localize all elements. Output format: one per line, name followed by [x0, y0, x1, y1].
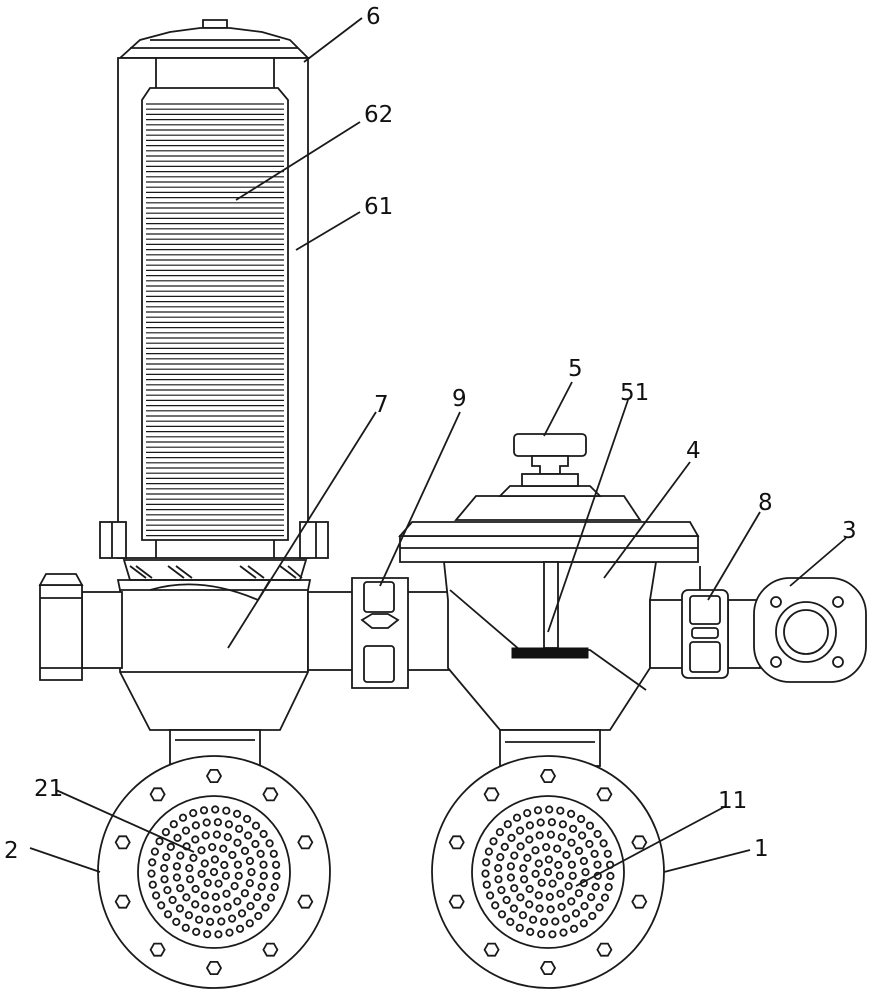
handwheel-5 — [513, 433, 587, 487]
perforated-plate-11 — [481, 805, 615, 939]
filter-collar — [99, 521, 329, 581]
label-6: 6 — [366, 4, 381, 30]
filter-element-62 — [146, 103, 284, 537]
perforated-plate-21 — [147, 805, 281, 939]
filter-cap — [117, 19, 311, 59]
label-61: 61 — [364, 194, 393, 220]
mixing-body-7 — [116, 579, 312, 769]
label-1: 1 — [754, 836, 769, 862]
label-2: 2 — [4, 838, 19, 864]
flange-1 — [431, 755, 665, 989]
label-5: 5 — [568, 356, 583, 382]
valve-stem-51 — [511, 561, 589, 659]
label-11: 11 — [718, 788, 747, 814]
label-62: 62 — [364, 102, 393, 128]
label-8: 8 — [758, 490, 773, 516]
left-inlet-nut — [38, 573, 123, 681]
label-51: 51 — [620, 380, 649, 406]
label-21: 21 — [34, 776, 63, 802]
label-9: 9 — [452, 386, 467, 412]
label-3: 3 — [842, 518, 857, 544]
flange-2 — [97, 755, 331, 989]
outlet-flange-3 — [753, 577, 867, 683]
leader-lines — [29, 17, 847, 887]
union-9 — [307, 577, 453, 689]
union-8 — [649, 566, 761, 679]
label-4: 4 — [686, 438, 701, 464]
label-7: 7 — [374, 392, 389, 418]
